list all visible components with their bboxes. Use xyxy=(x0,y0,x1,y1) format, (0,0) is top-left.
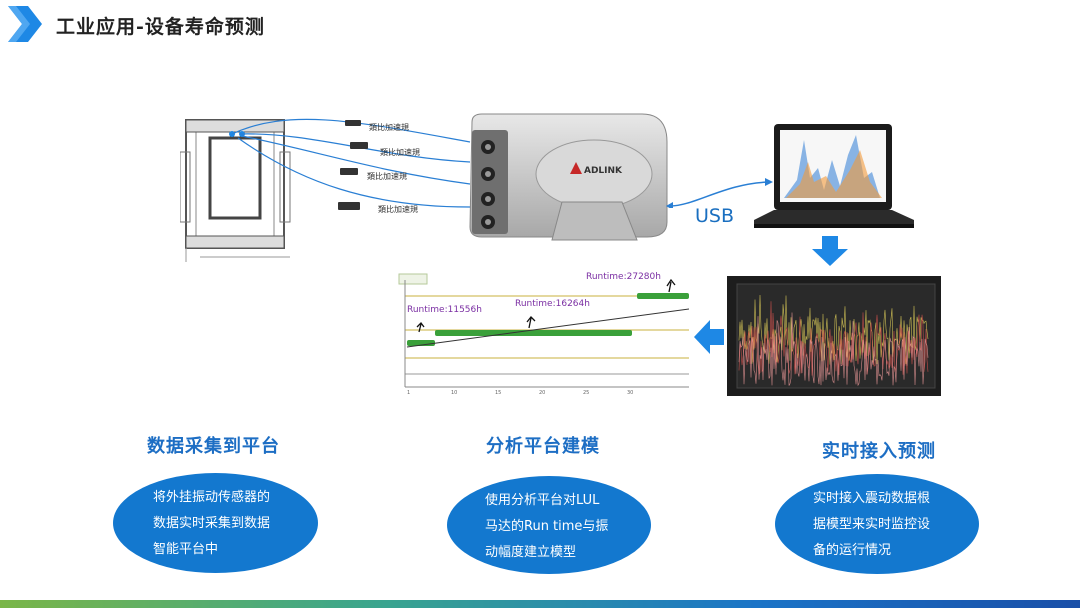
svg-text:1: 1 xyxy=(407,390,410,396)
desc-line: 马达的Run time与振 xyxy=(485,519,609,534)
desc-line: 备的运行情况 xyxy=(813,543,892,558)
section-desc-collect: 将外挂振动传感器的 数据实时采集到数据 智能平台中 xyxy=(113,473,318,573)
svg-text:25: 25 xyxy=(583,390,589,396)
arrow-left-icon xyxy=(694,320,724,354)
spectrum-trace xyxy=(738,312,929,387)
runtime-label-2: Runtime:16264h xyxy=(515,299,590,309)
sensor-label-1: 類比加速規 xyxy=(369,123,409,132)
runtime-label-3: Runtime:27280h xyxy=(586,272,661,282)
desc-line: 实时接入震动数据根 xyxy=(813,491,931,506)
arrow-down-icon xyxy=(812,236,848,266)
sensor-label-3: 類比加速規 xyxy=(367,172,407,181)
device-brand-label: ADLINK xyxy=(584,166,623,176)
daq-device xyxy=(469,113,668,241)
laptop-icon xyxy=(754,124,914,228)
desc-line: 动幅度建立模型 xyxy=(485,545,577,560)
svg-text:10: 10 xyxy=(451,390,457,396)
sensor-label-2: 類比加速規 xyxy=(380,148,420,157)
desc-line: 将外挂振动传感器的 xyxy=(153,490,271,505)
desc-line: 据模型来实时监控设 xyxy=(813,517,931,532)
title-chevron-icon xyxy=(8,6,42,42)
desc-line: 使用分析平台对LUL xyxy=(485,493,600,508)
footer-gradient-bar xyxy=(0,600,1080,608)
vibration-spectrum-image xyxy=(727,276,941,396)
svg-text:20: 20 xyxy=(539,390,545,396)
section-title-model: 分析平台建模 xyxy=(486,436,600,457)
trend-band xyxy=(435,330,632,336)
section-desc-model: 使用分析平台对LUL 马达的Run time与振 动幅度建立模型 xyxy=(447,476,651,574)
usb-cable xyxy=(666,178,773,208)
section-title-predict: 实时接入预测 xyxy=(822,441,936,462)
svg-text:30: 30 xyxy=(627,390,633,396)
section-desc-predict: 实时接入震动数据根 据模型来实时监控设 备的运行情况 xyxy=(775,474,979,574)
desc-line: 智能平台中 xyxy=(153,542,219,557)
usb-label: USB xyxy=(695,205,735,227)
svg-text:15: 15 xyxy=(495,390,501,396)
section-title-collect: 数据采集到平台 xyxy=(147,436,280,457)
machine-frame-drawing xyxy=(180,118,471,262)
trend-band xyxy=(637,293,689,299)
runtime-trend-chart: 1 10 15 20 25 30 Runtime:11556h Runtime:1626… xyxy=(397,272,690,400)
desc-line: 数据实时采集到数据 xyxy=(153,516,271,531)
runtime-label-1: Runtime:11556h xyxy=(407,305,482,315)
page-title: 工业应用-设备寿命预测 xyxy=(56,16,265,38)
sensor-label-4: 類比加速規 xyxy=(378,205,418,214)
